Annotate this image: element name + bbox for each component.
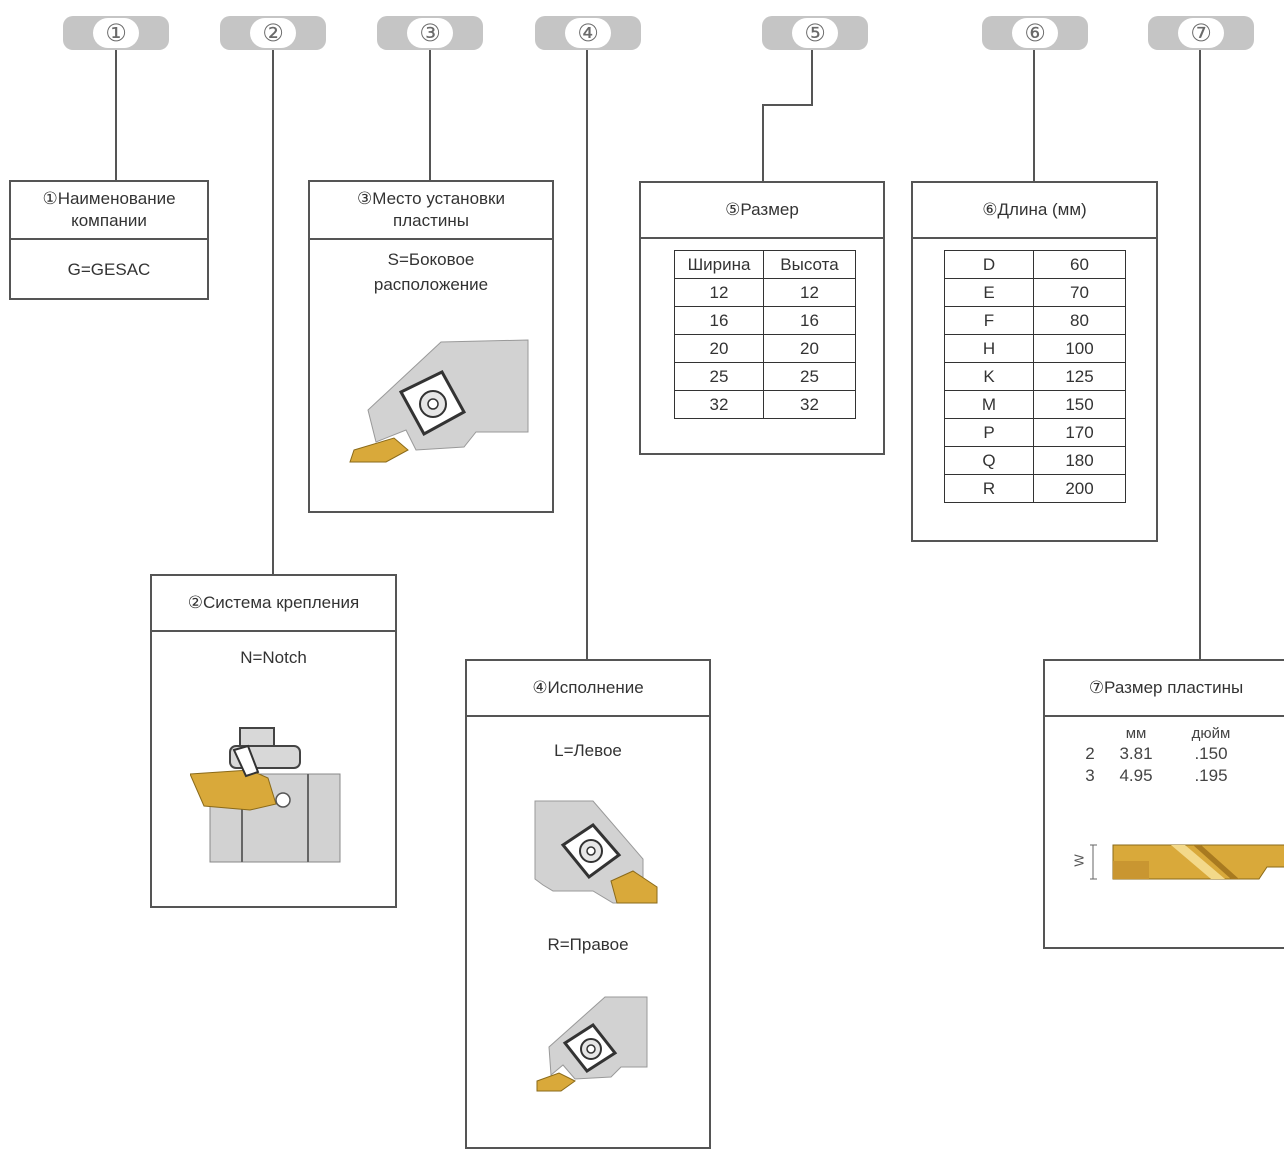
connector-4	[586, 50, 588, 659]
company-title: ①Наименование компании	[11, 182, 207, 240]
connector-3	[429, 50, 431, 181]
connector-6	[1033, 50, 1035, 181]
marker-4: ④	[535, 16, 641, 50]
clamping-system-box: ②Система крепления N=Notch	[150, 574, 397, 908]
insert-position-title: ③Место установки пластины	[310, 182, 552, 240]
company-value: G=GESAC	[67, 260, 151, 279]
marker-3: ③	[377, 16, 483, 50]
connector-7	[1199, 50, 1201, 659]
connector-5a	[811, 50, 813, 106]
marker-7: ⑦	[1148, 16, 1254, 50]
side-mount-tool-image	[349, 339, 529, 463]
marker-5: ⑤	[762, 16, 868, 50]
marker-6: ⑥	[982, 16, 1088, 50]
hand-box: ④Исполнение L=Левое R=Правое	[465, 659, 711, 1149]
size-table-header: Ширина Высота	[674, 250, 856, 279]
insert-position-box: ③Место установки пластины S=Боковое расп…	[308, 180, 554, 513]
connector-5c	[762, 104, 764, 181]
notch-clamp-tool-image	[190, 727, 341, 863]
right-hand-label: R=Правое	[547, 935, 629, 954]
length-title: ⑥Длина (мм)	[913, 183, 1156, 239]
hand-title: ④Исполнение	[467, 661, 709, 717]
connector-1	[115, 50, 117, 181]
connector-5b	[762, 104, 813, 106]
width-dimension-label: W	[1071, 854, 1087, 867]
size-title: ⑤Размер	[641, 183, 883, 239]
insert-size-title: ⑦Размер пластины	[1045, 661, 1284, 717]
insert-size-header: мм дюйм	[1125, 725, 1231, 742]
insert-position-value: S=Боковое расположение	[373, 250, 489, 294]
marker-1: ①	[63, 16, 169, 50]
left-hand-label: L=Левое	[554, 741, 622, 760]
company-box: ①Наименование компании G=GESAC	[9, 180, 209, 300]
insert-profile-image	[1090, 844, 1284, 880]
marker-2: ②	[220, 16, 326, 50]
clamping-system-title: ②Система крепления	[152, 576, 395, 632]
connector-2	[272, 50, 274, 574]
left-hand-tool-image	[534, 800, 658, 904]
right-hand-tool-image	[536, 996, 648, 1092]
clamping-system-value: N=Notch	[240, 648, 307, 667]
